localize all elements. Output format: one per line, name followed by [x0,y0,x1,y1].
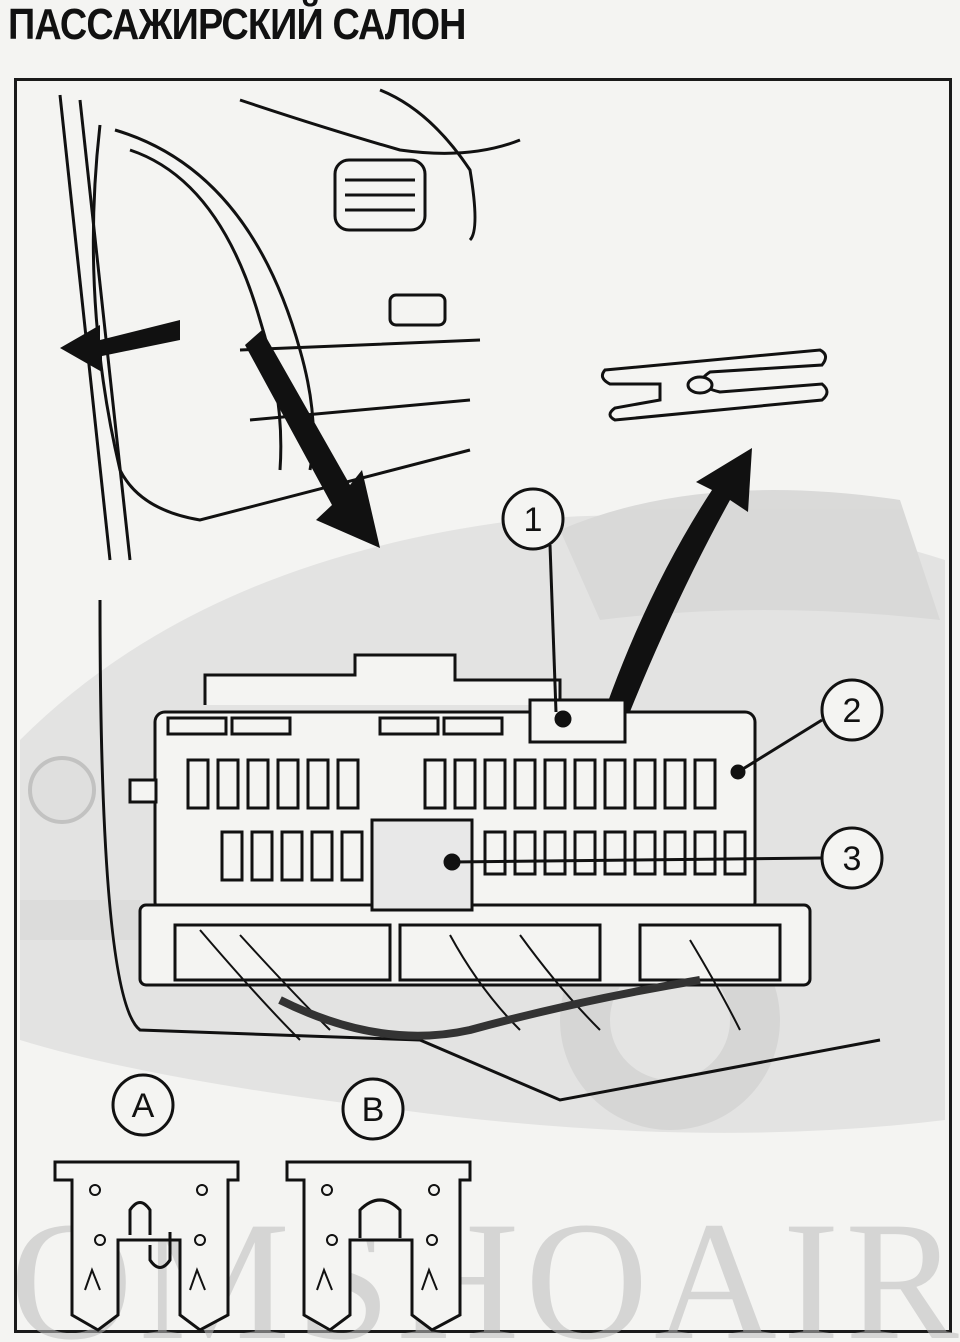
arrow-up-icon [592,448,752,752]
callout-3: 3 [451,826,884,890]
glovebox-illustration [58,88,521,561]
page-title: ПАССАЖИРСКИЙ САЛОН [8,0,467,49]
fuse-row-top [186,758,746,810]
diagram-frame [14,78,952,1333]
callout-1-label: 1 [524,501,543,539]
arrow-left-icon [60,320,180,372]
callout-2-label: 2 [843,692,862,730]
fuse-puller-icon [600,348,829,422]
fuse-a-label: A [132,1087,155,1125]
fuse-b-intact: B [285,1077,472,1332]
fuse-row-bottom [220,830,747,882]
callout-1: 1 [501,487,565,713]
arrow-down-icon [245,330,380,548]
callout-3-label: 3 [843,840,862,878]
fuse-b-label: B [362,1091,385,1129]
fuse-a-blown: A [53,1073,240,1332]
callout-2: 2 [737,678,884,774]
